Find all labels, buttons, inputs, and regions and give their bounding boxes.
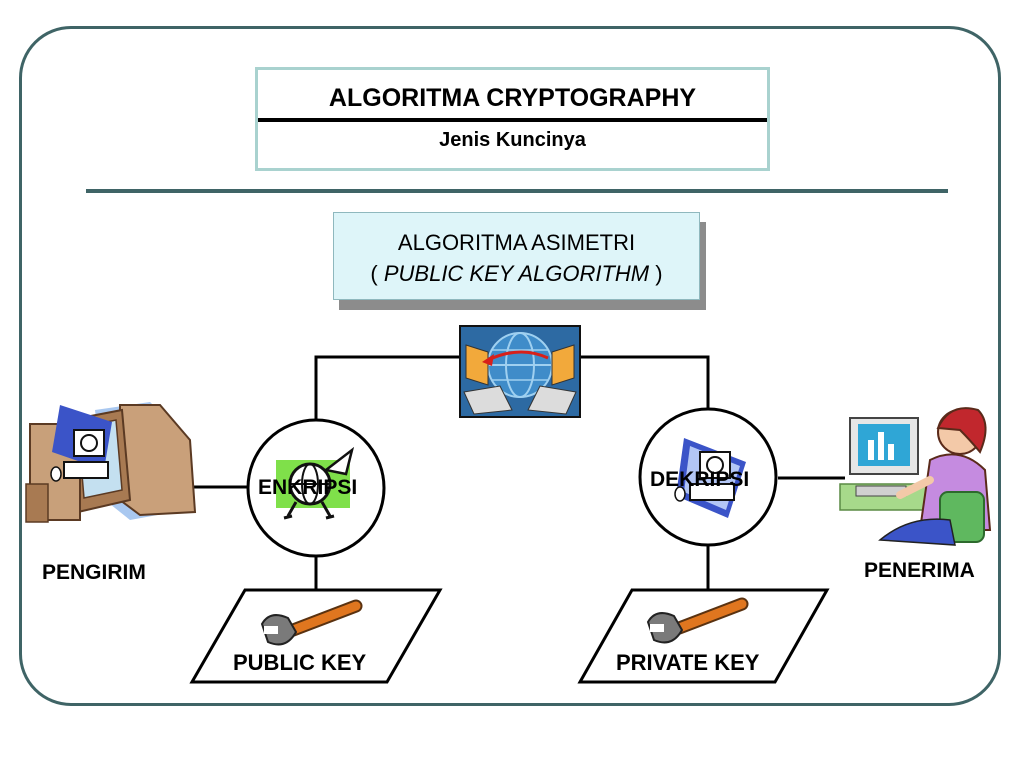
network-transfer-icon [459, 325, 581, 418]
connector-network-decrypt [580, 355, 710, 420]
algorithm-subtitle: ( PUBLIC KEY ALGORITHM ) [334, 261, 699, 287]
title-divider [258, 118, 767, 122]
public-key-box [189, 588, 443, 684]
algorithm-name: ALGORITMA ASIMETRI [397, 230, 636, 255]
slide-subtitle: Jenis Kuncinya [439, 129, 586, 151]
computer-icon [674, 438, 746, 518]
public-key-label: PUBLIC KEY [233, 650, 367, 675]
woman-at-computer-icon [839, 407, 992, 546]
encrypt-node [246, 418, 386, 558]
paren-open: ( [370, 261, 378, 286]
title-box: ALGORITMA CRYPTOGRAPHY Jenis Kuncinya [255, 67, 770, 171]
private-key-label: PRIVATE KEY [616, 650, 760, 675]
sender-label: PENGIRIM [42, 561, 146, 584]
rocket-globe-icon [276, 446, 355, 520]
private-key-box [577, 588, 830, 684]
slide-title: ALGORITMA CRYPTOGRAPHY [328, 84, 697, 112]
connector-network-encrypt [314, 355, 460, 432]
decrypt-node [638, 407, 778, 547]
algorithm-box: ALGORITMA ASIMETRI ( PUBLIC KEY ALGORITH… [333, 212, 700, 300]
receiver-label: PENERIMA [864, 559, 975, 582]
paren-close: ) [655, 261, 663, 286]
wrench-icon [646, 597, 749, 644]
algorithm-english-name: PUBLIC KEY ALGORITHM [383, 261, 650, 286]
header-separator [86, 189, 948, 193]
slide-frame [19, 26, 1001, 706]
desktop-computer-icon [25, 402, 197, 523]
wrench-icon [260, 599, 363, 646]
decrypt-label: DEKRIPSI [650, 468, 750, 491]
encrypt-label: ENKRIPSI [258, 476, 358, 499]
